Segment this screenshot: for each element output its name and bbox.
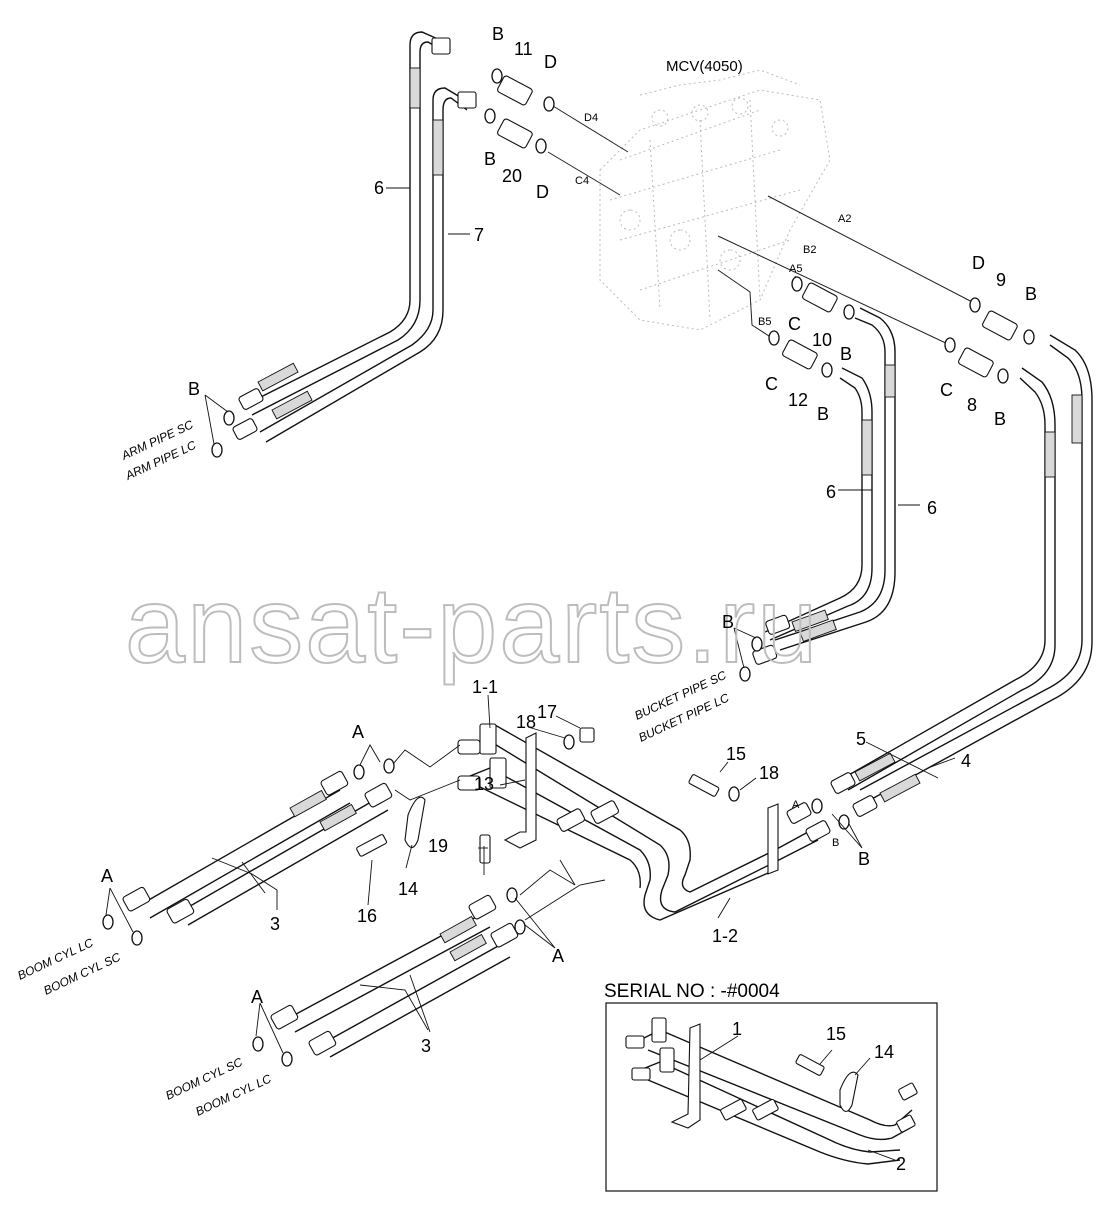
callout-19: 19 <box>428 836 448 856</box>
arm-pipe-7 <box>259 87 477 443</box>
callout-1-1: 1-1 <box>472 677 498 697</box>
callout-leaders <box>367 187 956 919</box>
boom-cyl-hoses-upper <box>122 770 393 926</box>
boom-pipe-assy <box>457 723 831 921</box>
callout-b-11: B <box>492 24 504 44</box>
callout-c-8: C <box>940 380 953 400</box>
callout-a-mid: A <box>552 946 564 966</box>
callout-a-upper: A <box>101 866 113 886</box>
callout-5: 5 <box>856 729 866 749</box>
port-a5: A5 <box>789 263 802 275</box>
bracket-13 <box>503 732 537 849</box>
callout-11: 11 <box>514 39 533 59</box>
callout-c-10: C <box>788 314 801 334</box>
callout-1-2: 1-2 <box>712 926 738 946</box>
inset-pipe-assy <box>625 1017 918 1165</box>
callout-10: 10 <box>812 330 832 350</box>
inset-title: SERIAL NO : -#0004 <box>604 981 780 1002</box>
callout-b-12: B <box>817 404 829 424</box>
callout-18-b: 18 <box>759 763 779 783</box>
callout-7: 7 <box>474 225 484 245</box>
callout-b-assy: B <box>858 849 870 869</box>
callout-13: 13 <box>474 774 494 794</box>
callout-18-a: 18 <box>516 712 536 732</box>
arm-pipe-6 <box>244 31 451 416</box>
callout-3-upper: 3 <box>270 914 280 934</box>
callout-16: 16 <box>357 906 377 926</box>
main-control-valve <box>599 69 831 331</box>
port-c4: C4 <box>575 175 589 187</box>
watermark: ansat-parts.ru <box>125 564 819 685</box>
callout-a-lower: A <box>251 987 263 1007</box>
inset-callout-2: 2 <box>896 1154 906 1174</box>
inset-callout-15: 15 <box>826 1024 846 1044</box>
callout-4: 4 <box>961 751 971 771</box>
callout-b-20: B <box>484 149 496 169</box>
callout-17: 17 <box>537 702 557 722</box>
port-d4: D4 <box>584 112 598 124</box>
inset-callout-14: 14 <box>874 1042 894 1062</box>
port-b-assy: B <box>832 837 839 849</box>
callout-d-11: D <box>544 52 557 72</box>
clamp-14 <box>404 796 426 849</box>
bracket-rear <box>767 803 779 875</box>
callout-b-bucket: B <box>722 612 734 632</box>
callout-b-9: B <box>1025 284 1037 304</box>
port-b5: B5 <box>758 316 771 328</box>
callout-12: 12 <box>788 390 808 410</box>
mcv-title: MCV(4050) <box>666 58 743 75</box>
callout-c-12: C <box>765 374 778 394</box>
callout-6-bucket-a: 6 <box>826 482 836 502</box>
inset-callout-1: 1 <box>732 1019 742 1039</box>
serial-inset-frame <box>605 1002 938 1192</box>
callout-20: 20 <box>502 166 522 186</box>
callout-8: 8 <box>967 395 977 415</box>
boom-cyl-hoses-lower <box>270 894 519 1058</box>
callout-6-arm: 6 <box>374 178 384 198</box>
callout-6-bucket-b: 6 <box>927 498 937 518</box>
callout-b-10: B <box>840 344 852 364</box>
callout-15: 15 <box>726 744 746 764</box>
port-a-assy: A <box>792 799 800 811</box>
callout-14: 14 <box>398 879 418 899</box>
callout-b-8: B <box>994 409 1006 429</box>
callout-d-9: D <box>972 253 985 273</box>
callout-9: 9 <box>996 270 1006 290</box>
callout-d-20: D <box>536 182 549 202</box>
port-leaders <box>547 105 979 346</box>
callout-b-arm: B <box>188 379 200 399</box>
callout-a-assy: A <box>352 722 364 742</box>
port-a2: A2 <box>838 213 851 225</box>
port-b2: B2 <box>803 244 816 256</box>
callout-3-lower: 3 <box>421 1036 431 1056</box>
boom-pipes-4-5 <box>839 334 1093 803</box>
